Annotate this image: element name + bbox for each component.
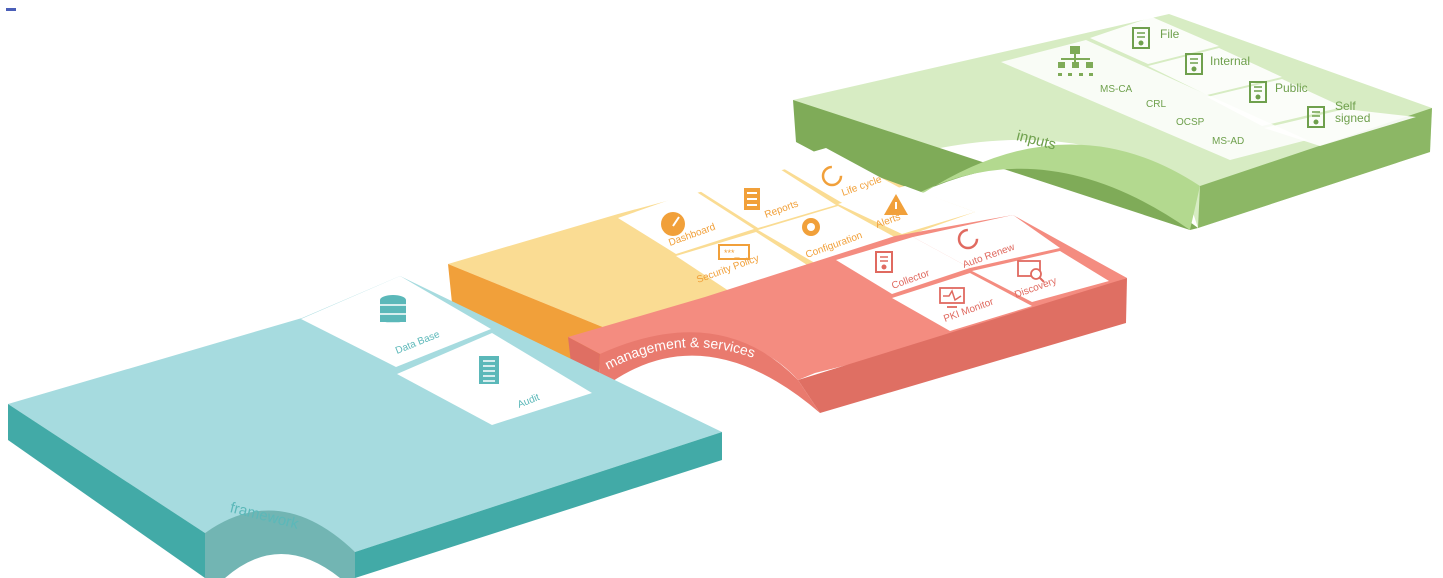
report-icon xyxy=(744,188,760,210)
inputs-tile-label: Public xyxy=(1275,81,1308,95)
inputs-tile-label: Internal xyxy=(1210,54,1250,68)
svg-text:***_: ***_ xyxy=(724,248,741,258)
inputs-tile-label: File xyxy=(1160,27,1180,41)
inputs-item-label: MS-AD xyxy=(1212,136,1244,147)
inputs-item-label: OCSP xyxy=(1176,117,1205,128)
inputs-item-label: MS-CA xyxy=(1100,84,1133,95)
document-icon xyxy=(479,356,499,384)
database-icon xyxy=(380,295,406,323)
inputs-item-label: CRL xyxy=(1146,99,1166,110)
gear-icon xyxy=(802,218,820,236)
inputs-tile-label-line: signed xyxy=(1335,111,1370,125)
